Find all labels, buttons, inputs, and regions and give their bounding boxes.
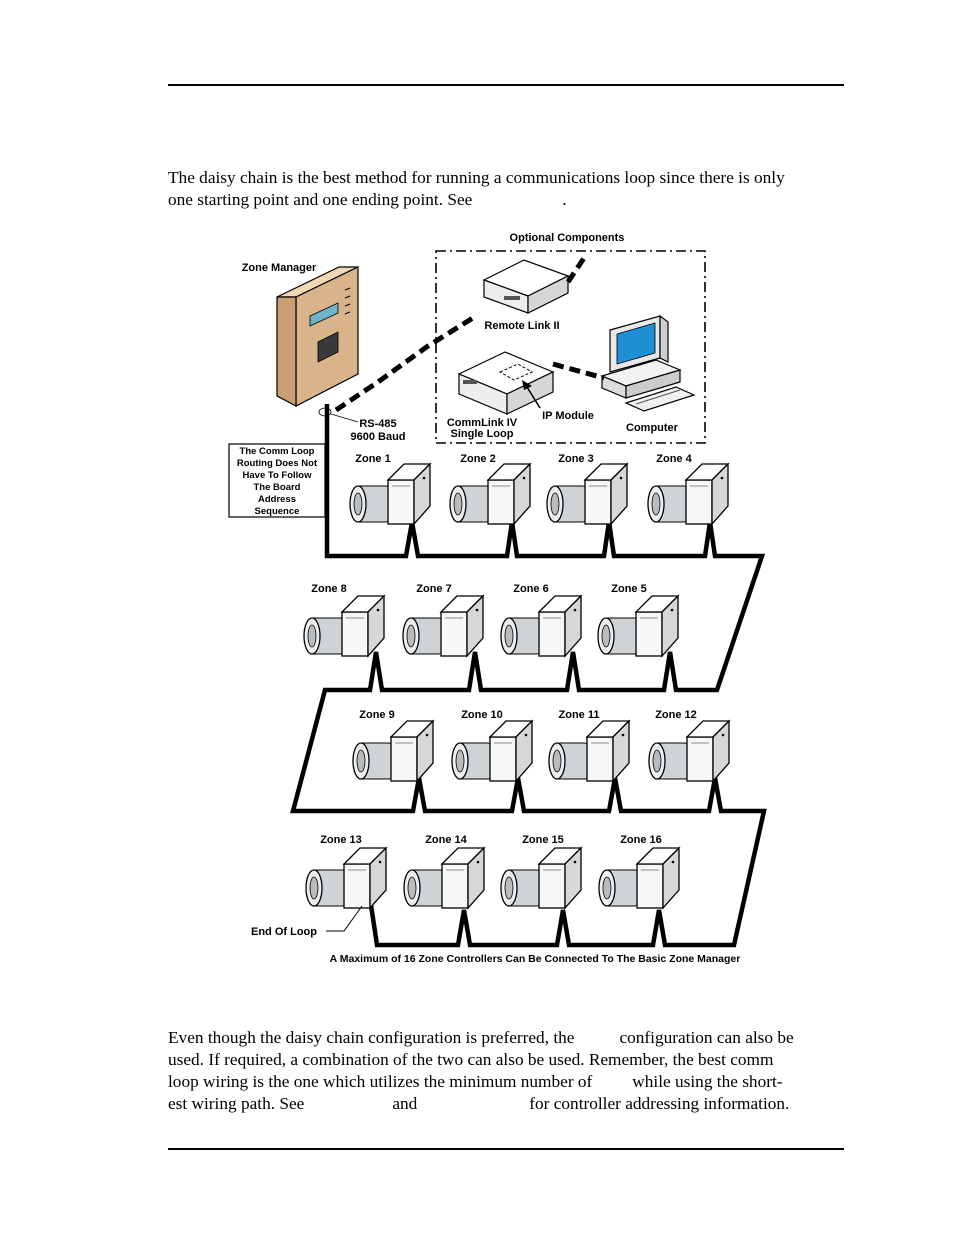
zone-10-label: Zone 10	[461, 709, 503, 721]
zone-2-icon	[449, 463, 531, 525]
body-line-3a: loop wiring is the one which utilizes th…	[168, 1072, 593, 1091]
zone-7-icon	[402, 595, 484, 657]
zone-3-icon	[546, 463, 628, 525]
computer-icon	[600, 314, 696, 412]
zone-13-icon	[305, 847, 387, 909]
routing-note-line-4: The Board	[254, 482, 301, 493]
zone-10-icon	[451, 720, 533, 782]
remote-link-icon	[482, 259, 570, 314]
body-line-1a: Even though the daisy chain configuratio…	[168, 1028, 575, 1047]
body-line-4b: and	[392, 1094, 418, 1113]
commlink-label-2: Single Loop	[451, 428, 514, 440]
header-rule	[168, 84, 844, 86]
zone-13-label: Zone 13	[320, 834, 362, 846]
routing-note-line-3: Have To Follow	[243, 470, 313, 481]
zone-manager-icon	[276, 266, 359, 407]
computer-label: Computer	[626, 422, 679, 434]
rs485-label-1: RS-485	[359, 418, 396, 430]
zone-16-icon	[598, 847, 680, 909]
intro-paragraph: The daisy chain is the best method for r…	[168, 167, 848, 211]
routing-note-line-6: Sequence	[255, 506, 300, 517]
rs485-label-2: 9600 Baud	[350, 431, 405, 443]
routing-note-line-5: Address	[258, 494, 296, 505]
zone-9-label: Zone 9	[359, 709, 394, 721]
zone-11-icon	[548, 720, 630, 782]
zone-15-icon	[500, 847, 582, 909]
body-line-2: used. If required, a combination of the …	[168, 1050, 774, 1069]
zone-7-label: Zone 7	[416, 583, 451, 595]
intro-line-2a: one starting point and one ending point.…	[168, 190, 473, 209]
zone-11-label: Zone 11	[559, 709, 600, 721]
optional-wire-computer	[552, 361, 605, 381]
zone-5-icon	[597, 595, 679, 657]
zone-1-label: Zone 1	[355, 453, 390, 465]
remote-link-label: Remote Link II	[484, 320, 559, 332]
zone-9-icon	[352, 720, 434, 782]
zone-8-icon	[303, 595, 385, 657]
body-line-3b: while using the short-	[632, 1072, 783, 1091]
routing-note-line-2: Routing Does Not	[237, 458, 318, 469]
zone-14-icon	[403, 847, 485, 909]
diagram-caption: A Maximum of 16 Zone Controllers Can Be …	[330, 953, 741, 965]
optional-wire	[334, 313, 478, 413]
zone-8-label: Zone 8	[311, 583, 346, 595]
zone-6-icon	[500, 595, 582, 657]
zone-5-label: Zone 5	[611, 583, 646, 595]
zone-1-icon	[349, 463, 431, 525]
intro-line-2b: .	[562, 190, 567, 209]
zone-14-label: Zone 14	[425, 834, 467, 846]
zone-4-label: Zone 4	[656, 453, 692, 465]
intro-line-1: The daisy chain is the best method for r…	[168, 168, 785, 187]
optional-components-label: Optional Components	[510, 232, 625, 244]
zone-12-label: Zone 12	[655, 709, 697, 721]
zone-manager-label: Zone Manager	[242, 262, 317, 274]
commlink-icon	[457, 351, 555, 415]
body-line-4a: est wiring path. See	[168, 1094, 305, 1113]
zone-6-label: Zone 6	[513, 583, 548, 595]
optional-components-box	[435, 250, 706, 444]
zone-2-label: Zone 2	[460, 453, 495, 465]
routing-note-line-1: The Comm Loop	[240, 446, 315, 457]
commlink-label-1: CommLink IV	[447, 417, 518, 429]
zone-4-icon	[647, 463, 729, 525]
footer-rule	[168, 1148, 844, 1150]
zone-12-icon	[648, 720, 730, 782]
body-paragraph: Even though the daisy chain configuratio…	[168, 1027, 848, 1115]
optional-wire-remote	[565, 256, 587, 284]
ip-module-label: IP Module	[542, 410, 594, 422]
zone-3-label: Zone 3	[558, 453, 593, 465]
body-line-4c: for controller addressing information.	[529, 1094, 790, 1113]
end-of-loop-label: End Of Loop	[251, 926, 317, 938]
zone-15-label: Zone 15	[522, 834, 564, 846]
body-line-1b: configuration can also be	[619, 1028, 794, 1047]
zone-16-label: Zone 16	[620, 834, 662, 846]
